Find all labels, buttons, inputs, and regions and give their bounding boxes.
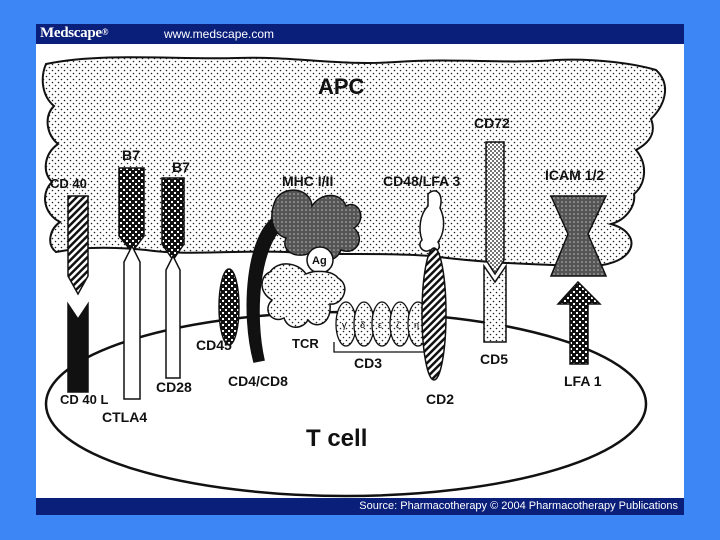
b7-receptor-b	[161, 177, 185, 262]
ctla4-label: CTLA4	[102, 409, 147, 425]
source-citation: Source: Pharmacotherapy © 2004 Pharmacot…	[359, 500, 678, 512]
mhc-label: MHC I/II	[282, 173, 333, 189]
cd3-delta: δ	[360, 320, 365, 330]
cd40-receptor	[67, 195, 89, 296]
footer-bar: Source: Pharmacotherapy © 2004 Pharmacot…	[36, 498, 684, 515]
cd3-epsilon: ε	[378, 320, 382, 330]
cd4-cd8-label: CD4/CD8	[228, 373, 288, 389]
cd40l-receptor	[67, 301, 89, 393]
cd40l-label: CD 40 L	[60, 392, 108, 407]
tcr-label: TCR	[292, 336, 319, 351]
ctla4-receptor	[123, 244, 141, 400]
b7-label-b: B7	[172, 159, 190, 175]
cd48-lfa3-label: CD48/LFA 3	[383, 173, 460, 189]
b7-label-a: B7	[122, 147, 140, 163]
cd3-label: CD3	[354, 355, 382, 371]
cd3-eta: η	[414, 320, 419, 330]
lfa1-label: LFA 1	[564, 373, 602, 389]
cd28-receptor	[165, 254, 181, 379]
cd2-receptor	[421, 247, 447, 381]
mhc-molecule	[271, 189, 362, 262]
medscape-logo[interactable]: Medscape®	[40, 25, 109, 41]
antigen-label: Ag	[312, 255, 327, 267]
cd28-label: CD28	[156, 379, 192, 395]
tcr-receptor	[261, 263, 346, 328]
cd3-complex	[335, 301, 429, 347]
cd5-label: CD5	[480, 351, 508, 367]
cd72-label: CD72	[474, 115, 510, 131]
icam-label: ICAM 1/2	[545, 167, 604, 183]
apc-label: APC	[318, 74, 365, 99]
b7-receptor-a	[118, 167, 145, 254]
lfa1-receptor	[556, 280, 602, 365]
cd5-receptor	[483, 263, 507, 343]
cd2-label: CD2	[426, 391, 454, 407]
immune-synapse-diagram: APC T cell CD 40 B7 B7 MHC I/II CD48/LFA…	[41, 56, 666, 498]
cd72-receptor	[485, 141, 505, 276]
header-bar: Medscape® www.medscape.com	[36, 24, 684, 44]
cd4-cd8-receptor	[246, 215, 288, 363]
site-url[interactable]: www.medscape.com	[164, 27, 275, 41]
tcell-label: T cell	[306, 425, 367, 452]
cd45-label: CD45	[196, 337, 232, 353]
cd40-label: CD 40	[50, 176, 87, 191]
slide-frame: Medscape® www.medscape.com	[36, 24, 684, 515]
cd3-gamma: γ	[342, 320, 347, 330]
cd3-zeta: ζ	[396, 320, 400, 330]
cd45-receptor	[218, 268, 240, 346]
icam-receptor	[549, 195, 608, 277]
apc-membrane	[41, 56, 666, 268]
